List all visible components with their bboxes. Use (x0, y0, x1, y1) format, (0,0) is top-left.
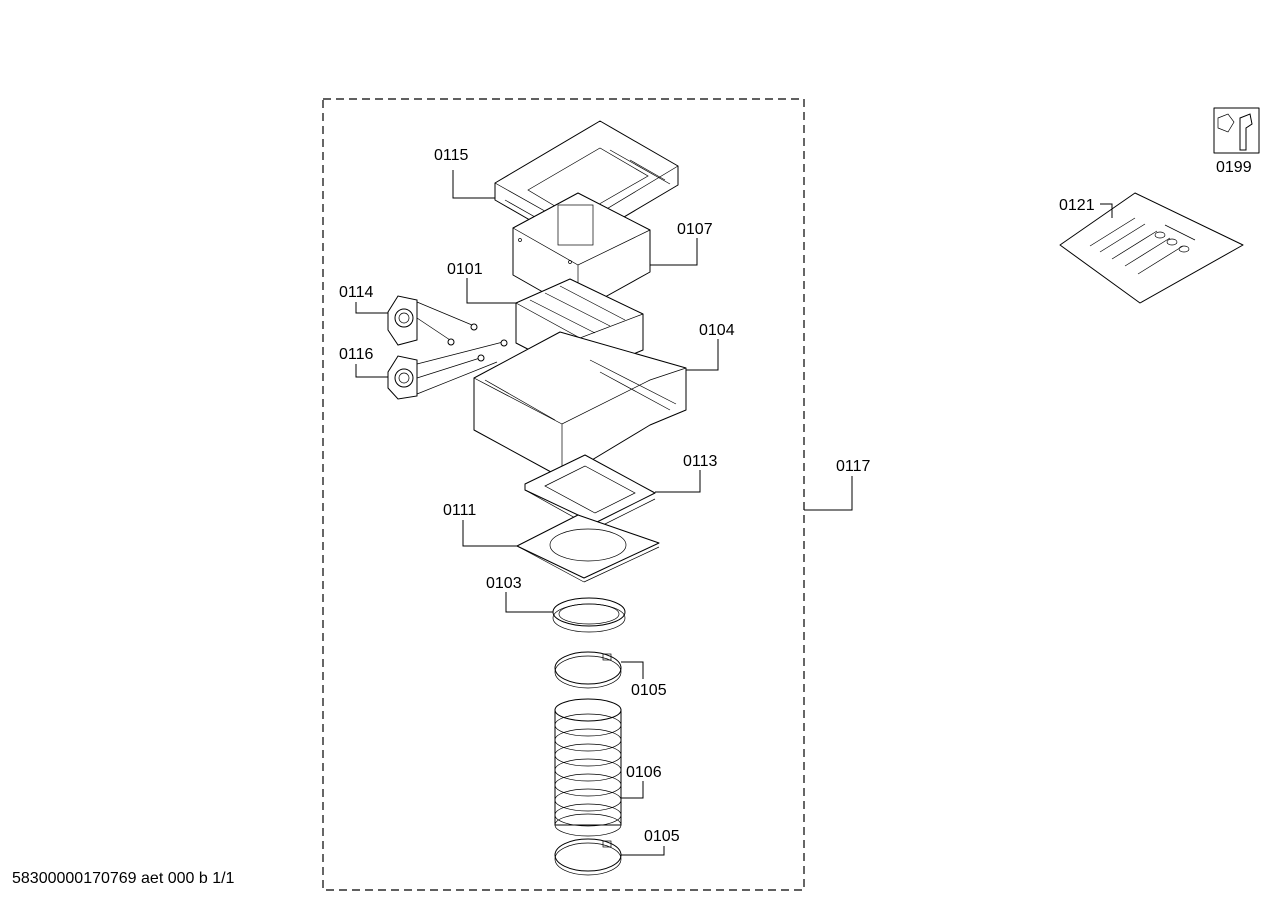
label-0117: 0117 (836, 458, 871, 475)
label-0199: 0199 (1216, 159, 1252, 176)
label-0113: 0113 (683, 453, 718, 470)
label-0103: 0103 (486, 575, 522, 592)
part-0105-clamp-bottom (554, 838, 622, 876)
part-0104-housing (473, 331, 687, 479)
leader-lines (355, 170, 1113, 856)
document-id-footer: 58300000170769 aet 000 b 1/1 (12, 870, 235, 887)
label-0121: 0121 (1059, 197, 1095, 214)
label-0104: 0104 (699, 322, 735, 339)
label-0116: 0116 (339, 346, 374, 363)
assembly-boundary (322, 98, 805, 891)
label-0115: 0115 (434, 147, 469, 164)
part-0106-hose (554, 698, 622, 837)
label-0106: 0106 (626, 764, 662, 781)
part-0114-knob (387, 295, 478, 346)
label-0101: 0101 (447, 261, 483, 278)
label-0111: 0111 (443, 502, 476, 519)
label-0107: 0107 (677, 221, 713, 238)
part-0103-collar (552, 597, 626, 633)
part-0121-screw-bag (1059, 192, 1244, 304)
wrench-icon (1213, 107, 1260, 154)
label-0114: 0114 (339, 284, 374, 301)
part-0105-clamp-top (554, 651, 622, 689)
part-0116-knob (387, 339, 508, 400)
label-0105-top: 0105 (631, 682, 667, 699)
part-0111-base-plate (516, 514, 660, 583)
label-0105-bottom: 0105 (644, 828, 680, 845)
